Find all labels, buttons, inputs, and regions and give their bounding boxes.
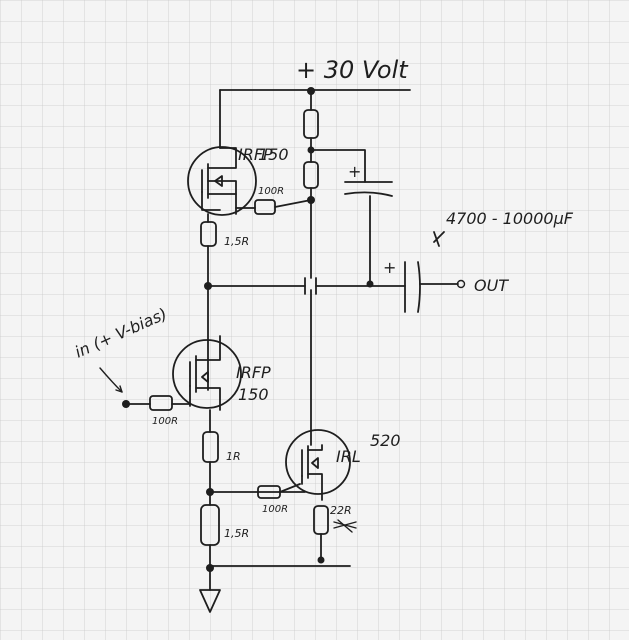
q3-part: 520	[370, 431, 401, 450]
transistor-q1	[187, 146, 257, 216]
midpoint-node	[204, 277, 406, 295]
q2-name: IRFP	[236, 363, 271, 382]
output-label: OUT	[474, 276, 509, 295]
q1-part: 150	[258, 145, 289, 164]
svg-text:+: +	[348, 162, 361, 181]
transistor-q2	[172, 335, 242, 411]
bootstrap-capacitor: +	[344, 162, 393, 285]
label-gate-in: 100R	[152, 416, 178, 427]
resistor-source-q1	[200, 213, 217, 391]
output-capacitor	[404, 231, 466, 313]
resistor-q2-source	[202, 409, 219, 493]
output-cap-polarity: +	[383, 258, 396, 277]
label-gate-q3: 100R	[262, 504, 288, 515]
resistor-q3-source	[313, 505, 357, 564]
q1-name: IRFP	[238, 145, 273, 164]
label-source-q1: 1,5R	[224, 235, 249, 248]
ground-symbol	[199, 564, 351, 613]
label-bottom: 1,5R	[224, 527, 249, 540]
output-cap-value: 4700 - 10000µF	[446, 209, 574, 228]
label-gate-q1: 100R	[258, 186, 284, 197]
right-resistor-chain	[303, 90, 366, 446]
supply-voltage-label: + 30 Volt	[296, 56, 409, 84]
label-q2-source: 1R	[226, 450, 241, 463]
label-q3-source: 22R	[330, 504, 352, 517]
input-terminal	[99, 367, 191, 411]
q2-part: 150	[238, 385, 269, 404]
q3-name: IRL	[336, 447, 361, 466]
transistor-q3	[285, 429, 351, 501]
resistor-gate-q1	[235, 199, 312, 215]
